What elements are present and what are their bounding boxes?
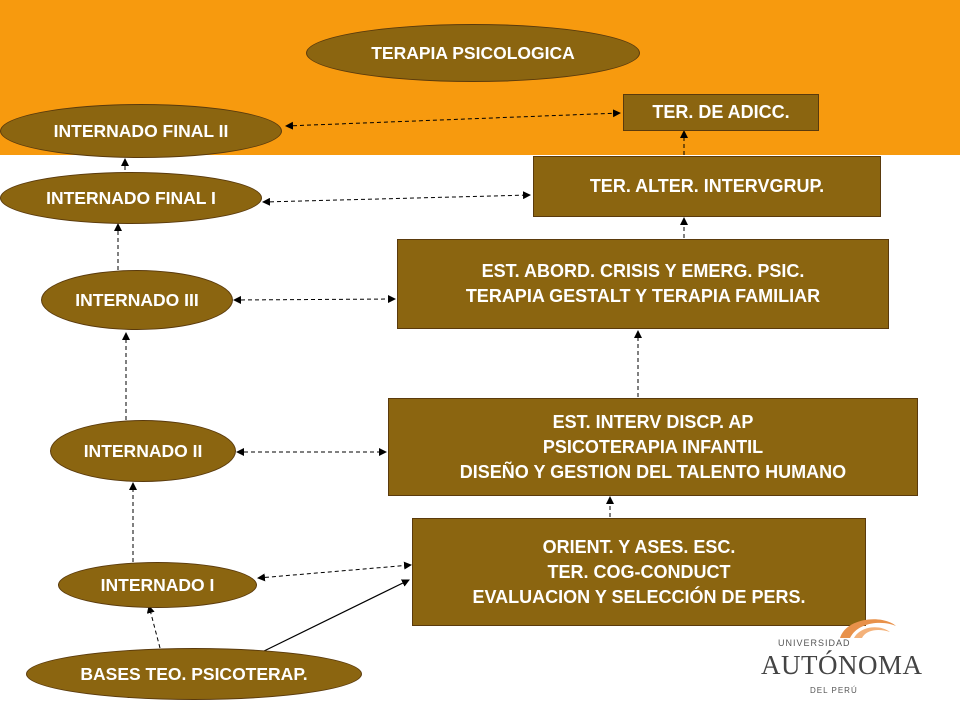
internado-final-ii-oval: INTERNADO FINAL II xyxy=(0,104,282,158)
course-line: TER. ALTER. INTERVGRUP. xyxy=(589,176,825,196)
internado-final-i-oval: INTERNADO FINAL I xyxy=(0,172,262,224)
course-line: TER. COG-CONDUCT xyxy=(547,561,731,582)
course-line: ORIENT. Y ASES. ESC. xyxy=(542,536,736,557)
course-line: PSICOTERAPIA INFANTIL xyxy=(542,436,764,457)
course-line: DISEÑO Y GESTION DEL TALENTO HUMANO xyxy=(459,461,847,482)
course-box-gestalt: EST. ABORD. CRISIS Y EMERG. PSIC. TERAPI… xyxy=(397,239,889,329)
link-int3-gestalt xyxy=(233,295,396,304)
course-line: EST. ABORD. CRISIS Y EMERG. PSIC. xyxy=(481,261,805,281)
link-final1-altergrup xyxy=(262,191,531,206)
logo-line-3: DEL PERÚ xyxy=(810,686,858,695)
logo-line-2: AUTÓNOMA xyxy=(761,650,923,680)
bases-oval: BASES TEO. PSICOTERAP. xyxy=(26,648,362,700)
course-line: EVALUACION Y SELECCIÓN DE PERS. xyxy=(472,586,806,607)
arrow-bases-int1 xyxy=(146,605,161,649)
title-oval: TERAPIA PSICOLOGICA xyxy=(306,24,640,82)
logo-swoosh-icon xyxy=(840,619,896,638)
course-box-orientacion: ORIENT. Y ASES. ESC. TER. COG-CONDUCT EV… xyxy=(412,518,866,626)
arrow-bases-orient xyxy=(261,579,410,653)
course-box-alter-intervgrup: TER. ALTER. INTERVGRUP. xyxy=(533,156,881,217)
course-line: TER. DE ADICC. xyxy=(652,102,790,122)
course-line: EST. INTERV DISCP. AP xyxy=(552,411,754,432)
course-box-talento-humano: EST. INTERV DISCP. AP PSICOTERAPIA INFAN… xyxy=(388,398,918,496)
link-final2-adicc xyxy=(285,109,621,130)
university-logo: UNIVERSIDAD AUTÓNOMA DEL PERÚ xyxy=(742,612,922,708)
link-int1-orient xyxy=(257,561,412,582)
internado-ii-oval: INTERNADO II xyxy=(50,420,236,482)
course-line: TERAPIA GESTALT Y TERAPIA FAMILIAR xyxy=(465,286,821,306)
internado-iii-oval: INTERNADO III xyxy=(41,270,233,330)
internado-i-oval: INTERNADO I xyxy=(58,562,257,608)
course-box-adicciones: TER. DE ADICC. xyxy=(623,94,819,131)
logo-line-1: UNIVERSIDAD xyxy=(778,638,851,648)
